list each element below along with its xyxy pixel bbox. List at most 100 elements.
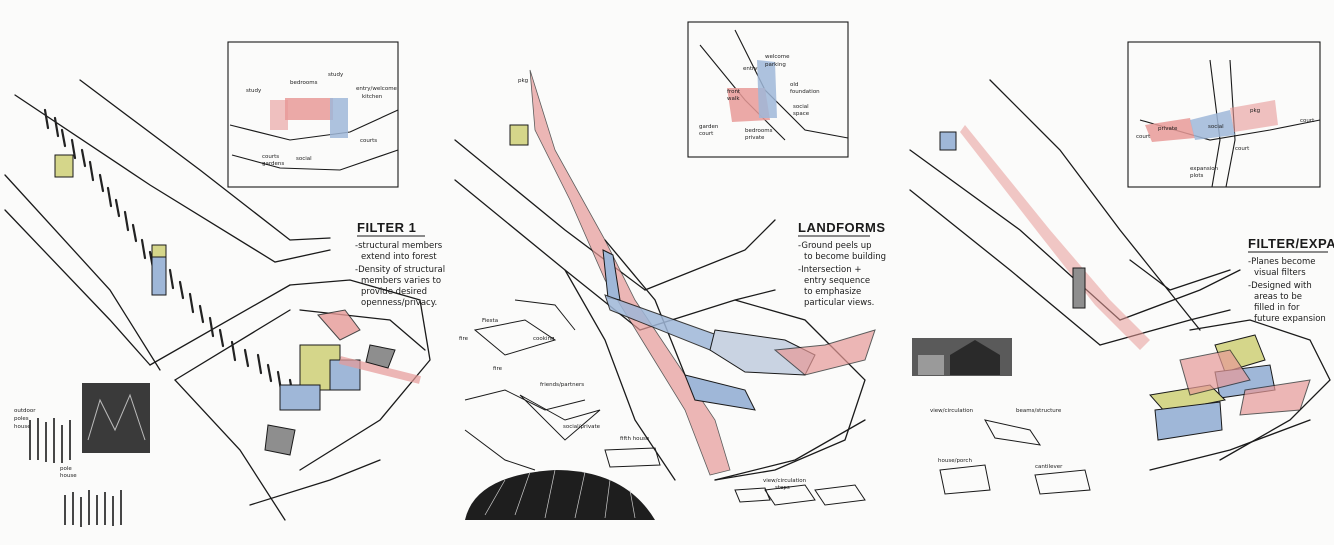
side-label: poles [14,416,29,422]
building-filter-1 [264,309,421,456]
side-label: cantilever [1035,464,1063,470]
side-label: Fiesta [482,318,498,324]
plan-label: garden [699,124,719,130]
plan-entry [330,98,348,138]
plan-bedrooms [285,98,333,120]
note-line: -Density of structural [355,265,445,275]
plan-label: social [793,104,809,110]
note-line: future expansion [1254,314,1326,324]
side-label: steps [775,485,790,491]
note-line: -Ground peels up [798,241,871,251]
side-label: beams/structure [1016,408,1062,414]
structural-poles [43,108,295,398]
side-label: pkg [518,78,528,84]
title-filter-1: FILTER 1 [357,220,416,235]
side-label: social/private [563,424,601,430]
sketch-filter-expand: FILTER/EXPAND -Planes become visual filt… [909,41,1334,495]
path-strip [960,125,1150,350]
plan-label: study [328,72,344,78]
note-line: to emphasize [804,287,861,297]
side-label: fire [459,336,469,342]
plan-label: courts [262,154,279,160]
title-landforms: LANDFORMS [798,220,886,235]
plan-label: social [296,156,312,162]
plan-label: old [790,82,798,88]
title-filter-expand: FILTER/EXPAND [1248,236,1334,251]
plan-label: entry [743,66,758,72]
landform-strip [529,69,731,476]
side-label: house/porch [938,458,972,464]
tower [509,124,529,146]
side-label: view/circulation [763,478,807,484]
tower [54,154,167,296]
note-line: entry sequence [804,276,870,286]
plan-inset-1 [227,41,399,188]
vignette-sketches [939,419,1091,495]
vignette-poles [29,418,122,527]
plan-label: plots [1190,173,1204,179]
plan-label: private [1158,126,1178,132]
vignette-greenhouse [465,469,655,520]
plan-label: entry/welcome [356,86,398,92]
plan-pkg [1230,100,1278,132]
plan-label: space [793,111,810,117]
note-line: -Intersection + [798,265,861,275]
plan-label: expansion [1190,166,1219,172]
side-label: house [60,473,77,479]
plan-label: bedrooms [290,80,318,86]
plan-label: pkg [1250,108,1260,114]
plan-study [270,100,288,130]
side-label: pole [60,466,72,472]
plan-label: front [727,89,741,95]
plan-social [1190,110,1235,140]
plan-label: welcome [765,54,790,60]
plan-label: gardens [262,161,284,167]
plan-private [1145,118,1195,142]
plan-label: court [1300,118,1315,124]
plan-label: foundation [790,89,820,95]
note-line: extend into forest [361,252,437,262]
tower-tall [1072,267,1086,309]
side-label: house [14,424,31,430]
panel-filter-1: FILTER 1 -structural members extend into… [0,0,445,545]
note-line: areas to be [1254,292,1302,302]
note-line: -Planes become [1248,257,1316,267]
side-label: cooking [533,336,554,342]
plan-label: study [246,88,262,94]
plan-label: court [1235,146,1250,152]
vignette-sketches [464,299,866,506]
plan-label: private [745,135,765,141]
plan-entry [757,60,777,118]
plan-label: walk [727,96,740,102]
note-line: visual filters [1254,268,1306,278]
plan-label: bedrooms [745,128,773,134]
panel-landforms: LANDFORMS -Ground peels up to become bui… [445,0,890,545]
plan-label: court [1136,134,1151,140]
building-filter-expand [1149,334,1311,441]
building-landforms [602,249,876,411]
side-label: view/circulation [930,408,974,414]
note-line: particular views. [804,298,874,308]
tower [939,131,957,151]
sketch-filter-1: FILTER 1 -structural members extend into… [4,41,445,527]
plan-label: kitchen [362,94,383,100]
note-line: filled in for [1254,303,1300,313]
vignette-house-photo [912,338,1012,376]
panel-filter-expand: FILTER/EXPAND -Planes become visual filt… [890,0,1334,545]
vignette-forest [82,383,150,453]
note-line: -structural members [355,241,443,251]
plan-label: courts [360,138,377,144]
plan-label: social [1208,124,1224,130]
note-line: to become building [804,252,886,262]
plan-label: court [699,131,714,137]
sketch-landforms: LANDFORMS -Ground peels up to become bui… [454,21,886,520]
note-line: provide desired [361,287,427,297]
note-line: -Designed with [1248,281,1312,291]
side-label: outdoor [14,408,36,414]
plan-label: parking [765,62,786,68]
note-line: openness/privacy. [361,298,437,308]
side-label: friends/partners [540,382,584,388]
side-label: fifth house [620,436,650,442]
note-line: members varies to [361,276,441,286]
side-label: fire [493,366,503,372]
